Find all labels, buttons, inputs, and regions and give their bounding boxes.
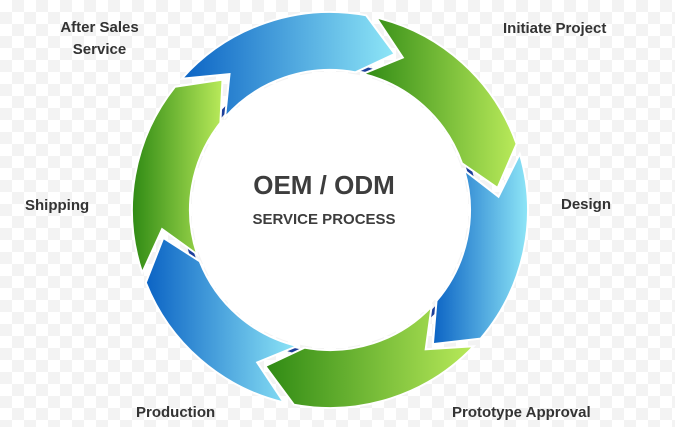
- segment-design: [431, 151, 529, 346]
- step-after-sales-line1: After Sales: [60, 19, 139, 36]
- segment-initiate: [359, 15, 518, 190]
- step-design: Design: [561, 196, 612, 213]
- segment-shipping: [131, 78, 224, 276]
- step-after-sales-line2: Service: [72, 40, 127, 58]
- center-disc: [192, 72, 468, 348]
- center-title: OEM / ODM: [253, 170, 395, 200]
- segment-production: [144, 236, 301, 405]
- segment-after-sales: [179, 10, 397, 121]
- step-shipping: Shipping: [25, 197, 90, 214]
- segment-prototype: [263, 303, 477, 410]
- step-initiate-project: Initiate Project: [503, 20, 607, 37]
- step-production: Production: [136, 404, 216, 421]
- center-subtitle: SERVICE PROCESS: [252, 211, 396, 228]
- step-after-sales-service: After Sales Service: [52, 17, 147, 61]
- step-prototype-approval: Prototype Approval: [452, 404, 591, 421]
